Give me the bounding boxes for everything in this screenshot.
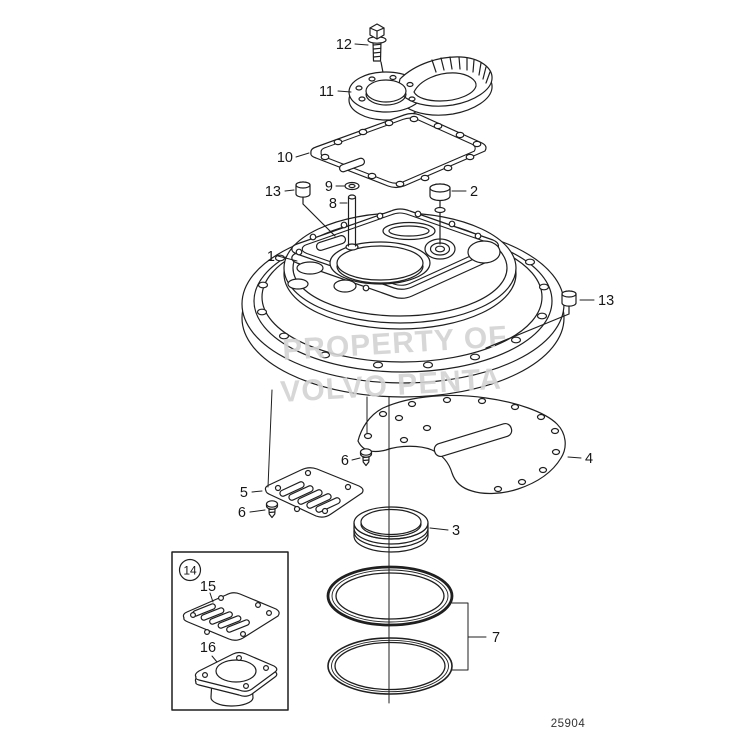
screw-upper [359,448,373,467]
seal-ring-carrier [353,506,429,553]
washer [344,181,360,191]
plug-cap [429,183,451,202]
figure-number: 25904 [551,718,586,730]
circled-14 [178,558,202,582]
inset-box [171,551,289,711]
callout-2: 2 [470,184,478,200]
callout-1: 1 [267,249,275,265]
vent-plate [264,467,364,518]
inset-vent-plate [182,592,280,641]
callout-10: 10 [277,150,293,166]
cover-plate [357,394,566,495]
platform-holes [295,210,482,292]
callout-7: 7 [492,630,500,646]
cap-nut-left [295,181,336,237]
screw-lower [265,500,279,519]
callout-4: 4 [585,451,593,467]
callout-6-lower: 6 [238,505,246,521]
callout-11: 11 [319,84,334,100]
callout-6-upper: 6 [341,453,349,469]
callout-13-left: 13 [265,184,281,200]
inset-breather-housing [194,651,278,707]
bracket-ribs [431,56,491,84]
leader-lines [209,43,595,671]
callout-14: 14 [183,564,197,578]
gasket-holes [320,115,482,188]
callout-16: 16 [200,640,216,656]
gasket [310,112,487,189]
callout-9: 9 [325,179,333,195]
assembly-line-capnut-left [302,196,336,237]
plug-stud-line [434,199,446,245]
cover-plate-holes [363,396,561,493]
o-ring-lower [327,637,453,695]
callout-15: 15 [200,579,216,595]
callout-8: 8 [329,196,337,212]
rim-bolt-holes [256,254,550,369]
vent-plate-slots [279,481,341,513]
callout-13-right: 13 [598,293,614,309]
flywheel-housing [241,208,565,398]
vent-plate-holes [274,469,352,515]
cap-nut-right [485,290,577,349]
callout-12: 12 [336,37,352,53]
stud [345,194,359,251]
o-ring-upper [326,565,454,627]
inset-plate-holes [190,594,273,637]
lifting-eye-bracket [348,56,493,121]
flange-bolt [367,23,387,84]
assembly-line-left [267,389,273,488]
callout-5: 5 [240,485,248,501]
callout-3: 3 [452,523,460,539]
inset-flange-holes [202,654,270,689]
callout-7-bracket [451,602,469,671]
assembly-line-capnut-right [485,305,570,349]
